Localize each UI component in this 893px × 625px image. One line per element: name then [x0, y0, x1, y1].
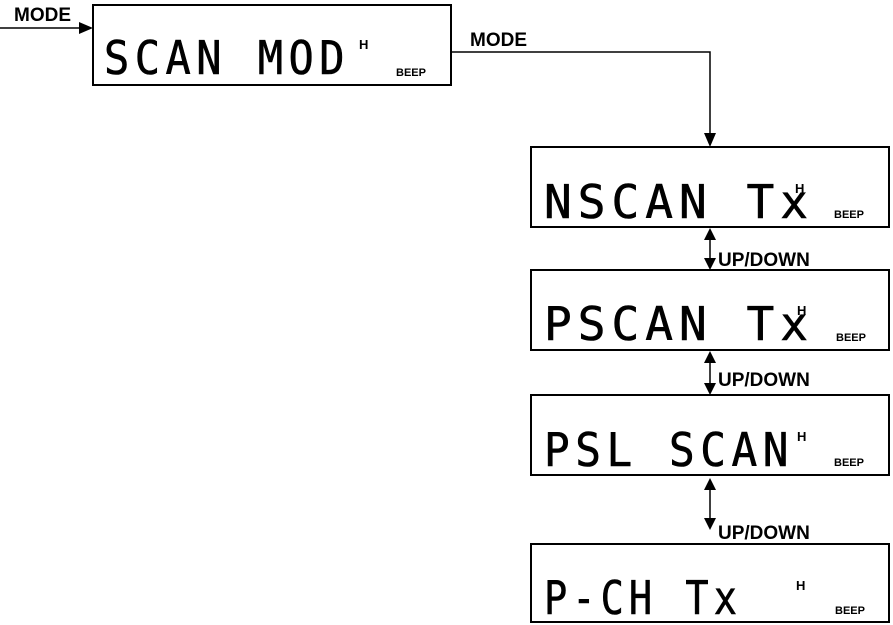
screen-pscan-tx: PSCAN Tx H BEEP [531, 270, 889, 351]
screen-nscan-tx-text: NSCAN Tx [544, 175, 814, 229]
mode-arrow-line [451, 52, 710, 134]
updown-arrow-1-up-head [704, 228, 716, 240]
screen-psl-scan-text: PSL SCAN [544, 423, 794, 477]
mode-arrow-head [704, 133, 716, 147]
screen-nscan-tx: NSCAN Tx H BEEP [531, 147, 889, 229]
updown-label-3: UP/DOWN [718, 523, 810, 544]
entry-arrow-head [79, 22, 93, 34]
screen-psl-scan-beep: BEEP [834, 457, 864, 469]
screen-nscan-tx-beep: BEEP [834, 209, 864, 221]
screen-scan-mod-beep: BEEP [396, 67, 426, 79]
screen-p-ch-tx: P-CH Tx H BEEP [531, 544, 889, 625]
screen-p-ch-tx-indicator: H [796, 578, 805, 593]
screen-psl-scan-indicator: H [797, 429, 806, 444]
screen-p-ch-tx-beep: BEEP [835, 605, 865, 617]
screen-scan-mod: SCAN MOD H BEEP [93, 5, 451, 85]
screen-nscan-tx-indicator: H [795, 181, 804, 196]
screen-pscan-tx-indicator: H [797, 303, 806, 318]
transition-mode-label: MODE [470, 30, 527, 51]
screen-scan-mod-indicator: H [359, 37, 368, 52]
updown-arrow-3-down-head [704, 518, 716, 530]
updown-label-2: UP/DOWN [718, 370, 810, 391]
screen-p-ch-tx-text: P-CH Tx [544, 571, 742, 625]
entry-mode-label: MODE [14, 5, 71, 26]
screen-scan-mod-text: SCAN MOD [104, 31, 350, 85]
updown-arrow-3-up-head [704, 478, 716, 490]
updown-arrow-2-up-head [704, 351, 716, 363]
updown-label-1: UP/DOWN [718, 250, 810, 271]
screen-pscan-tx-text: PSCAN Tx [544, 297, 814, 351]
screen-psl-scan: PSL SCAN H BEEP [531, 395, 889, 477]
screen-pscan-tx-beep: BEEP [836, 332, 866, 344]
updown-arrow-1-down-head [704, 258, 716, 270]
updown-arrow-2-down-head [704, 383, 716, 395]
